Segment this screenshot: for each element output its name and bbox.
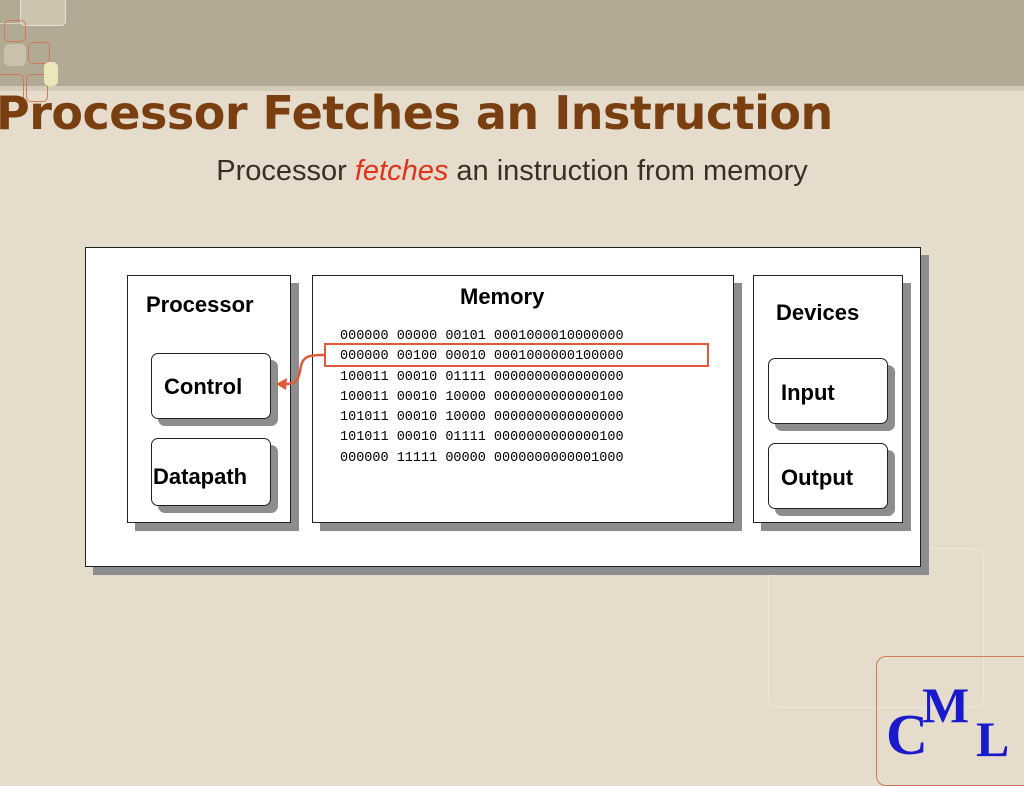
control-label: Control xyxy=(164,374,243,399)
processor-label: Processor xyxy=(146,292,254,317)
fetch-arrow-icon xyxy=(276,353,325,390)
output-box xyxy=(768,443,888,509)
header-band-edge xyxy=(0,86,1024,91)
header-band xyxy=(0,0,1024,86)
datapath-box xyxy=(151,438,271,506)
subtitle-text: an instruction from memory xyxy=(448,155,808,187)
datapath-label: Datapath xyxy=(153,464,248,489)
logo-letter-l: L xyxy=(976,711,1009,767)
memory-instruction-line: 000000 00100 00010 0001000000100000 xyxy=(340,349,624,365)
memory-panel xyxy=(312,275,734,523)
decorative-square xyxy=(26,74,48,102)
fetched-instruction-highlight xyxy=(324,343,709,367)
memory-instruction-line: 100011 00010 10000 0000000000000100 xyxy=(340,389,624,405)
slide-subtitle: Processor fetches an instruction from me… xyxy=(0,155,1024,188)
logo-letter-c: C xyxy=(886,702,928,767)
slide-title: Processor Fetches an Instruction xyxy=(0,86,833,140)
subtitle-emphasis: fetches xyxy=(354,155,449,187)
memory-instruction-list: 000000 00000 00101 0001000010000000 00000… xyxy=(340,327,624,469)
memory-instruction-line: 101011 00010 10000 0000000000000000 xyxy=(340,410,624,426)
output-label: Output xyxy=(781,465,854,490)
memory-label: Memory xyxy=(460,284,545,309)
memory-instruction-line: 101011 00010 01111 0000000000000100 xyxy=(340,430,624,446)
input-box xyxy=(768,358,888,424)
decorative-square xyxy=(4,20,26,42)
memory-instruction-line: 000000 00000 00101 0001000010000000 xyxy=(340,329,624,344)
input-label: Input xyxy=(781,380,835,405)
memory-instruction-line: 000000 11111 00000 0000000000001000 xyxy=(340,450,624,466)
decorative-square xyxy=(0,74,24,102)
decorative-square xyxy=(4,44,26,66)
cml-logo: C M L xyxy=(886,677,1009,767)
logo-letter-m: M xyxy=(922,677,969,733)
subtitle-text: Processor xyxy=(216,155,355,187)
control-box xyxy=(151,353,271,419)
decorative-square xyxy=(28,42,50,64)
memory-instruction-line: 100011 00010 01111 0000000000000000 xyxy=(340,369,624,385)
devices-label: Devices xyxy=(776,300,860,325)
decorative-square xyxy=(44,62,58,86)
decorative-square xyxy=(20,0,66,26)
